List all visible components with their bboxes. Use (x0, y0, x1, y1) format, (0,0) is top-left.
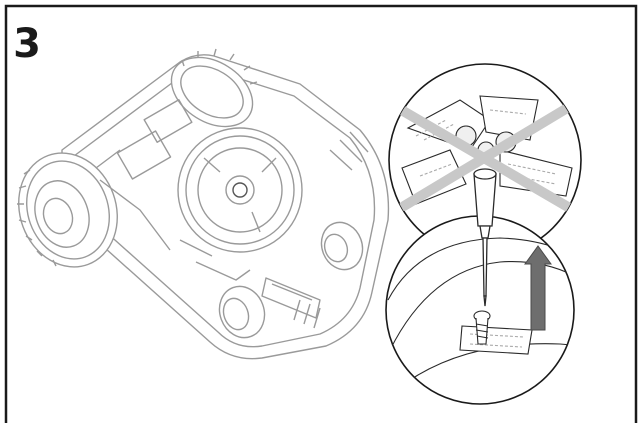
up-arrow-icon (524, 245, 552, 331)
panel-border (4, 4, 638, 423)
step-number: 3 (13, 21, 41, 67)
screw-icon (473, 310, 491, 345)
remove-cross-icon (393, 99, 581, 219)
detail-circle-bottom (385, 215, 575, 405)
robotic-mower-underside-icon (17, 48, 390, 360)
screwdriver-icon (473, 168, 497, 307)
detail-circle-top (388, 63, 582, 257)
